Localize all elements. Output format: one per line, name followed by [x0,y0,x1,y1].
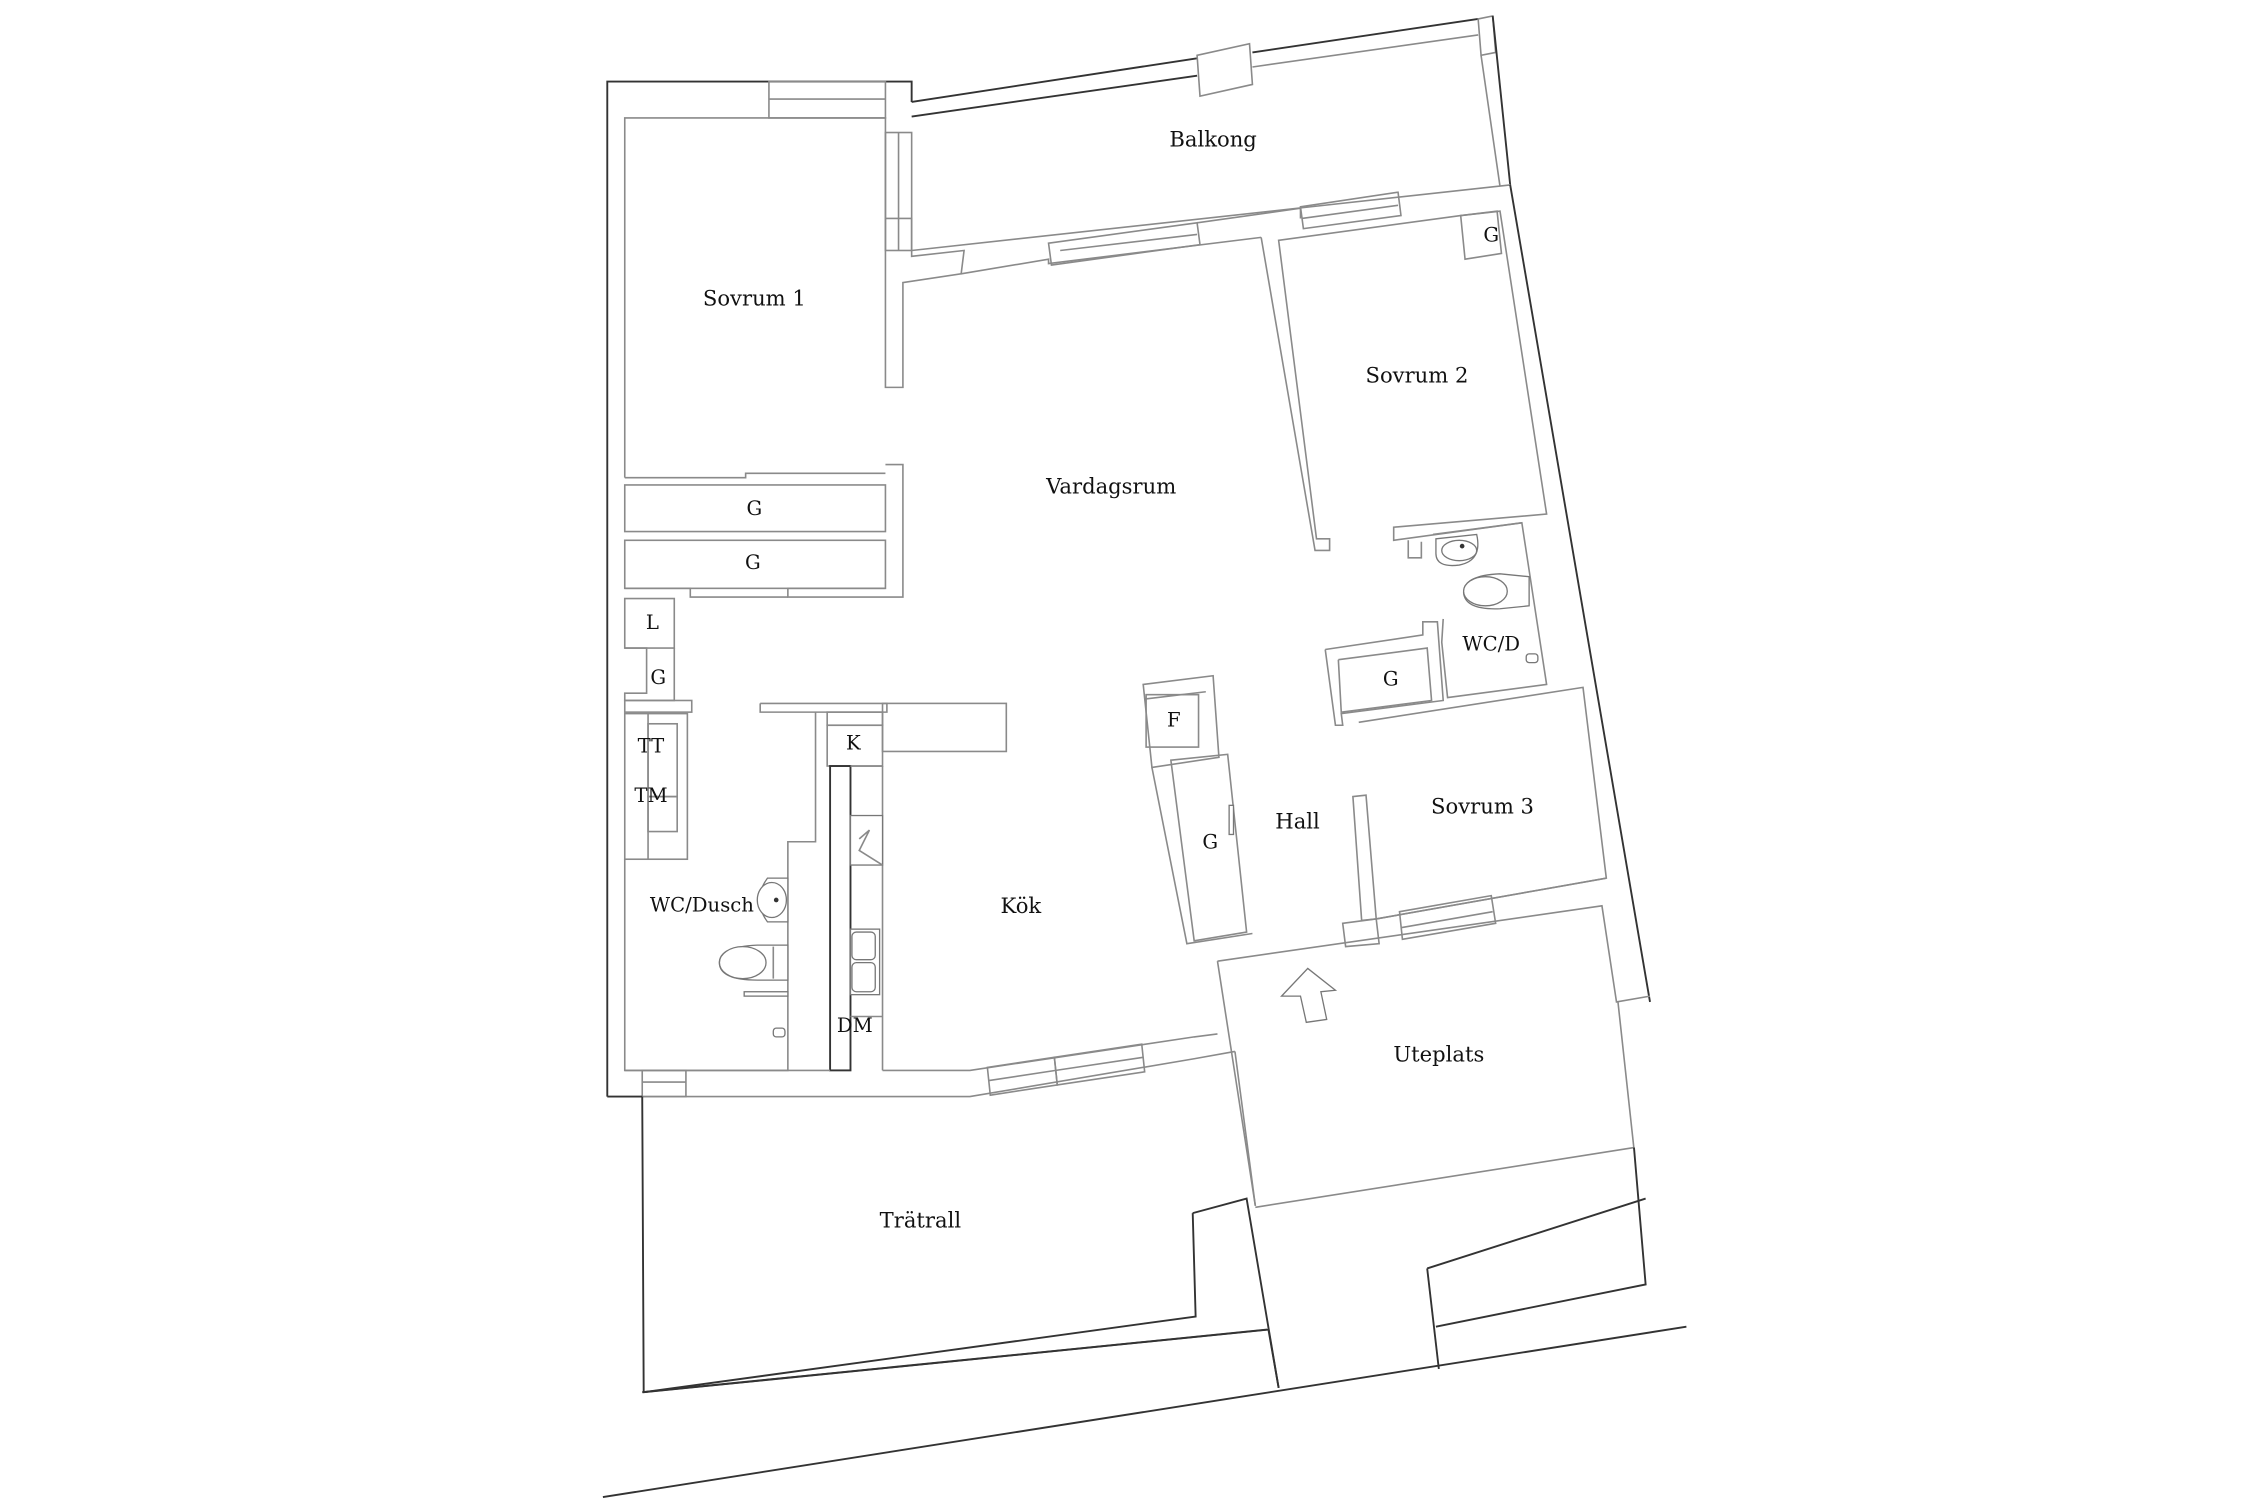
dryer-label: TT [638,735,665,758]
sovrum-3-area: Sovrum 3 [1358,686,1608,941]
living-top-wall [961,191,1402,275]
property-line [602,1325,1687,1499]
freezer-label: F [1167,708,1181,731]
room-label-balkong: Balkong [1169,127,1256,152]
outer-walls [606,80,965,1097]
laundry-column: TT TM [623,712,689,861]
sovrum-2-area: G Sovrum 2 [1260,184,1651,1003]
room-label-uteplats: Uteplats [1393,1041,1484,1066]
bathroom-wc-dusch: WC/Dusch [623,702,888,1098]
tratrall-area: Trätrall [641,1051,1646,1394]
wardrobe-label-g1: G [747,497,763,520]
closets-left: L G [623,597,693,713]
room-label-sovrum-3: Sovrum 3 [1431,794,1534,819]
dishwasher-label: DM [837,1014,873,1037]
wardrobes-left: G G [623,463,904,598]
room-label-wc-dusch: WC/Dusch [650,893,754,916]
bathroom-wc-d: WC/D G [1324,521,1548,727]
wardrobe-label-sovrum2: G [1483,223,1499,246]
room-label-wc-d: WC/D [1462,633,1520,656]
uteplats-area: Uteplats [1216,904,1651,1328]
wardrobe-label-g2: G [745,551,761,574]
balkong-area: Balkong [911,15,1512,252]
wardrobe-label-hall: G [1202,831,1218,854]
fridge-label: K [846,732,861,755]
hall-area: F G Hall [1142,674,1381,948]
entrance-arrow-icon [1280,967,1338,1024]
room-label-kok: Kök [1001,893,1042,918]
room-label-tratrall: Trätrall [880,1207,962,1232]
room-label-hall: Hall [1275,808,1320,833]
room-label-vardagsrum: Vardagsrum [1045,473,1176,498]
linen-closet-label: L [646,611,659,634]
room-label-sovrum-2: Sovrum 2 [1366,363,1469,388]
room-label-sovrum-1: Sovrum 1 [703,286,806,311]
kitchen-area: K DM Kök [826,702,1042,1072]
wardrobe-label-hall-upper: G [1383,668,1399,691]
south-wall [607,1033,1236,1098]
closet-label-g3: G [650,666,666,689]
washer-label: TM [634,784,667,807]
